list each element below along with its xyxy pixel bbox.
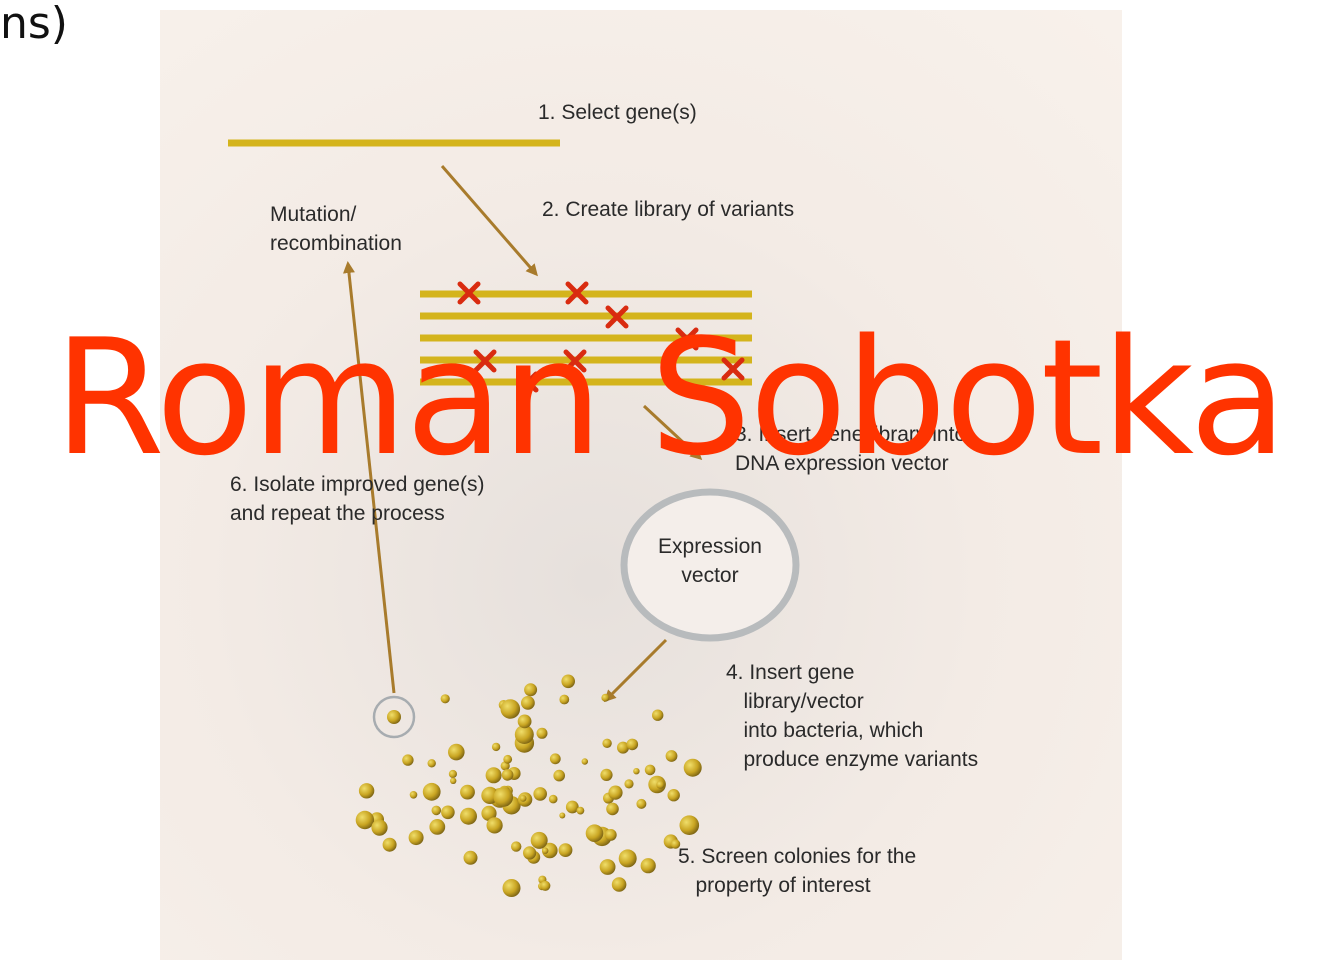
colony-dot [656,781,664,789]
colony-dot [402,754,413,765]
colony-dot [423,783,441,801]
colony-dot [684,759,702,777]
cropped-corner-text: ns) [0,0,68,48]
colony-dot [521,696,535,710]
colony-dot [523,846,536,859]
step-2-label: 2. Create library of variants [542,195,794,224]
step-5-label: 5. Screen colonies for the property of i… [678,842,916,900]
colony-dot [561,675,575,689]
colony-dot [441,806,455,820]
colony-dot [450,778,456,784]
colony-dot [503,755,512,764]
watermark-text: Roman Sobotka [0,318,1339,478]
colony-dot [582,758,588,764]
step-4-label: 4. Insert gene library/vector into bacte… [726,658,978,774]
colony-dot [577,807,585,815]
colony-dot [601,694,609,702]
colony-dot [429,819,445,835]
colony-dot [531,832,548,849]
colony-dot [549,795,558,804]
colony-dot [502,769,514,781]
colony-dot [460,785,475,800]
colony-dot [533,787,547,801]
colony-dot [449,770,457,778]
colony-dot [608,786,622,800]
colony-dot [553,770,565,782]
colony-dot [550,753,561,764]
colony-dot [641,858,656,873]
colony-dot [537,728,548,739]
colony-dot [359,783,374,798]
vector-label: Expression vector [640,532,780,590]
colony-dot [652,710,663,721]
colony-dot [494,787,514,807]
colony-dot [542,848,548,854]
cycle-label: Mutation/ recombination [270,200,402,258]
colony-dot [524,683,537,696]
step-1-label: 1. Select gene(s) [538,98,697,127]
colony-dot [432,806,442,816]
colony-dot [627,739,639,751]
colony-dot [645,765,656,776]
colony-dot [619,849,637,867]
colony-dot [520,795,527,802]
colony-dot [540,881,550,891]
colony-dot [492,743,500,751]
colony-dot [371,820,387,836]
colony-dot [410,791,418,799]
colony-dot [428,759,436,767]
colony-dot [383,838,397,852]
colony-dot [606,803,619,816]
colony-dot [409,830,424,845]
colony-dot [602,739,611,748]
selected-colony [387,710,401,724]
colony-dot [503,879,521,897]
colony-dot [511,841,521,851]
colony-dot [460,808,477,825]
colony-dot [464,851,478,865]
colony-dot [680,815,700,835]
colony-dot [518,715,532,729]
colony-dot [600,859,616,875]
colony-dot [356,811,374,829]
colony-dot [666,750,678,762]
colony-dot [448,744,465,761]
colony-dot [441,694,450,703]
colony-dot [636,799,646,809]
colony-dot [600,769,612,781]
colony-dot [668,789,680,801]
colony-dot [612,877,627,892]
colony-dot [559,695,569,705]
colony-dot [559,843,573,857]
colony-dot [605,829,617,841]
colony-dot [559,813,565,819]
colony-dot [501,699,521,719]
colony-dot [633,768,639,774]
colony-dot [624,779,633,788]
colony-dot [487,817,503,833]
colony-dot [486,767,502,783]
colony-dot [586,824,604,842]
